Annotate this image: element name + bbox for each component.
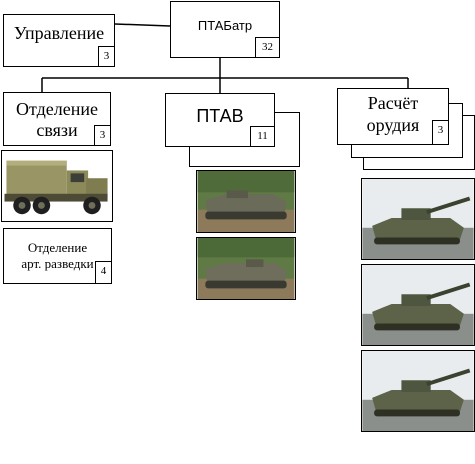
ptav-label: ПТАВ bbox=[196, 106, 244, 126]
recon-label-line2: арт. разведки bbox=[21, 256, 94, 271]
ptav-count: 11 bbox=[250, 126, 274, 146]
battery-label: ПТАБатр bbox=[197, 18, 253, 33]
crew-label-line2: орудия bbox=[366, 115, 420, 135]
gun-photo-1 bbox=[361, 178, 475, 260]
ptav-node: ПТАВ 11 bbox=[165, 93, 275, 147]
self-propelled-gun-icon bbox=[362, 351, 474, 431]
signals-label-line1: Отделение bbox=[15, 99, 98, 119]
self-propelled-gun-icon bbox=[362, 265, 474, 345]
management-node: Управление 3 bbox=[3, 14, 115, 67]
truck-photo bbox=[1, 150, 113, 222]
crew-label-line1: Расчёт bbox=[367, 93, 419, 113]
crew-count: 3 bbox=[432, 120, 448, 144]
ptav-photo-1 bbox=[196, 170, 296, 233]
signals-count: 3 bbox=[94, 125, 110, 145]
management-count: 3 bbox=[98, 46, 114, 66]
connector-root-management bbox=[114, 23, 171, 27]
self-propelled-gun-icon bbox=[362, 179, 474, 259]
battery-node: ПТАБатр 32 bbox=[170, 1, 280, 58]
signals-label-line2: связи bbox=[36, 120, 78, 140]
recon-node: Отделение арт. разведки 4 bbox=[3, 228, 112, 284]
recon-label-line1: Отделение bbox=[27, 240, 88, 255]
battery-count: 32 bbox=[255, 37, 279, 57]
gun-photo-2 bbox=[361, 264, 475, 346]
truck-icon bbox=[2, 151, 112, 221]
recon-count: 4 bbox=[95, 261, 111, 283]
tracked-vehicle-icon bbox=[197, 171, 295, 232]
gun-photo-3 bbox=[361, 350, 475, 432]
ptav-photo-2 bbox=[196, 237, 296, 300]
signals-node: Отделение связи 3 bbox=[3, 92, 111, 146]
crew-node: Расчёт орудия 3 bbox=[337, 88, 449, 145]
management-label: Управление bbox=[13, 23, 105, 43]
tracked-vehicle-icon bbox=[197, 238, 295, 299]
